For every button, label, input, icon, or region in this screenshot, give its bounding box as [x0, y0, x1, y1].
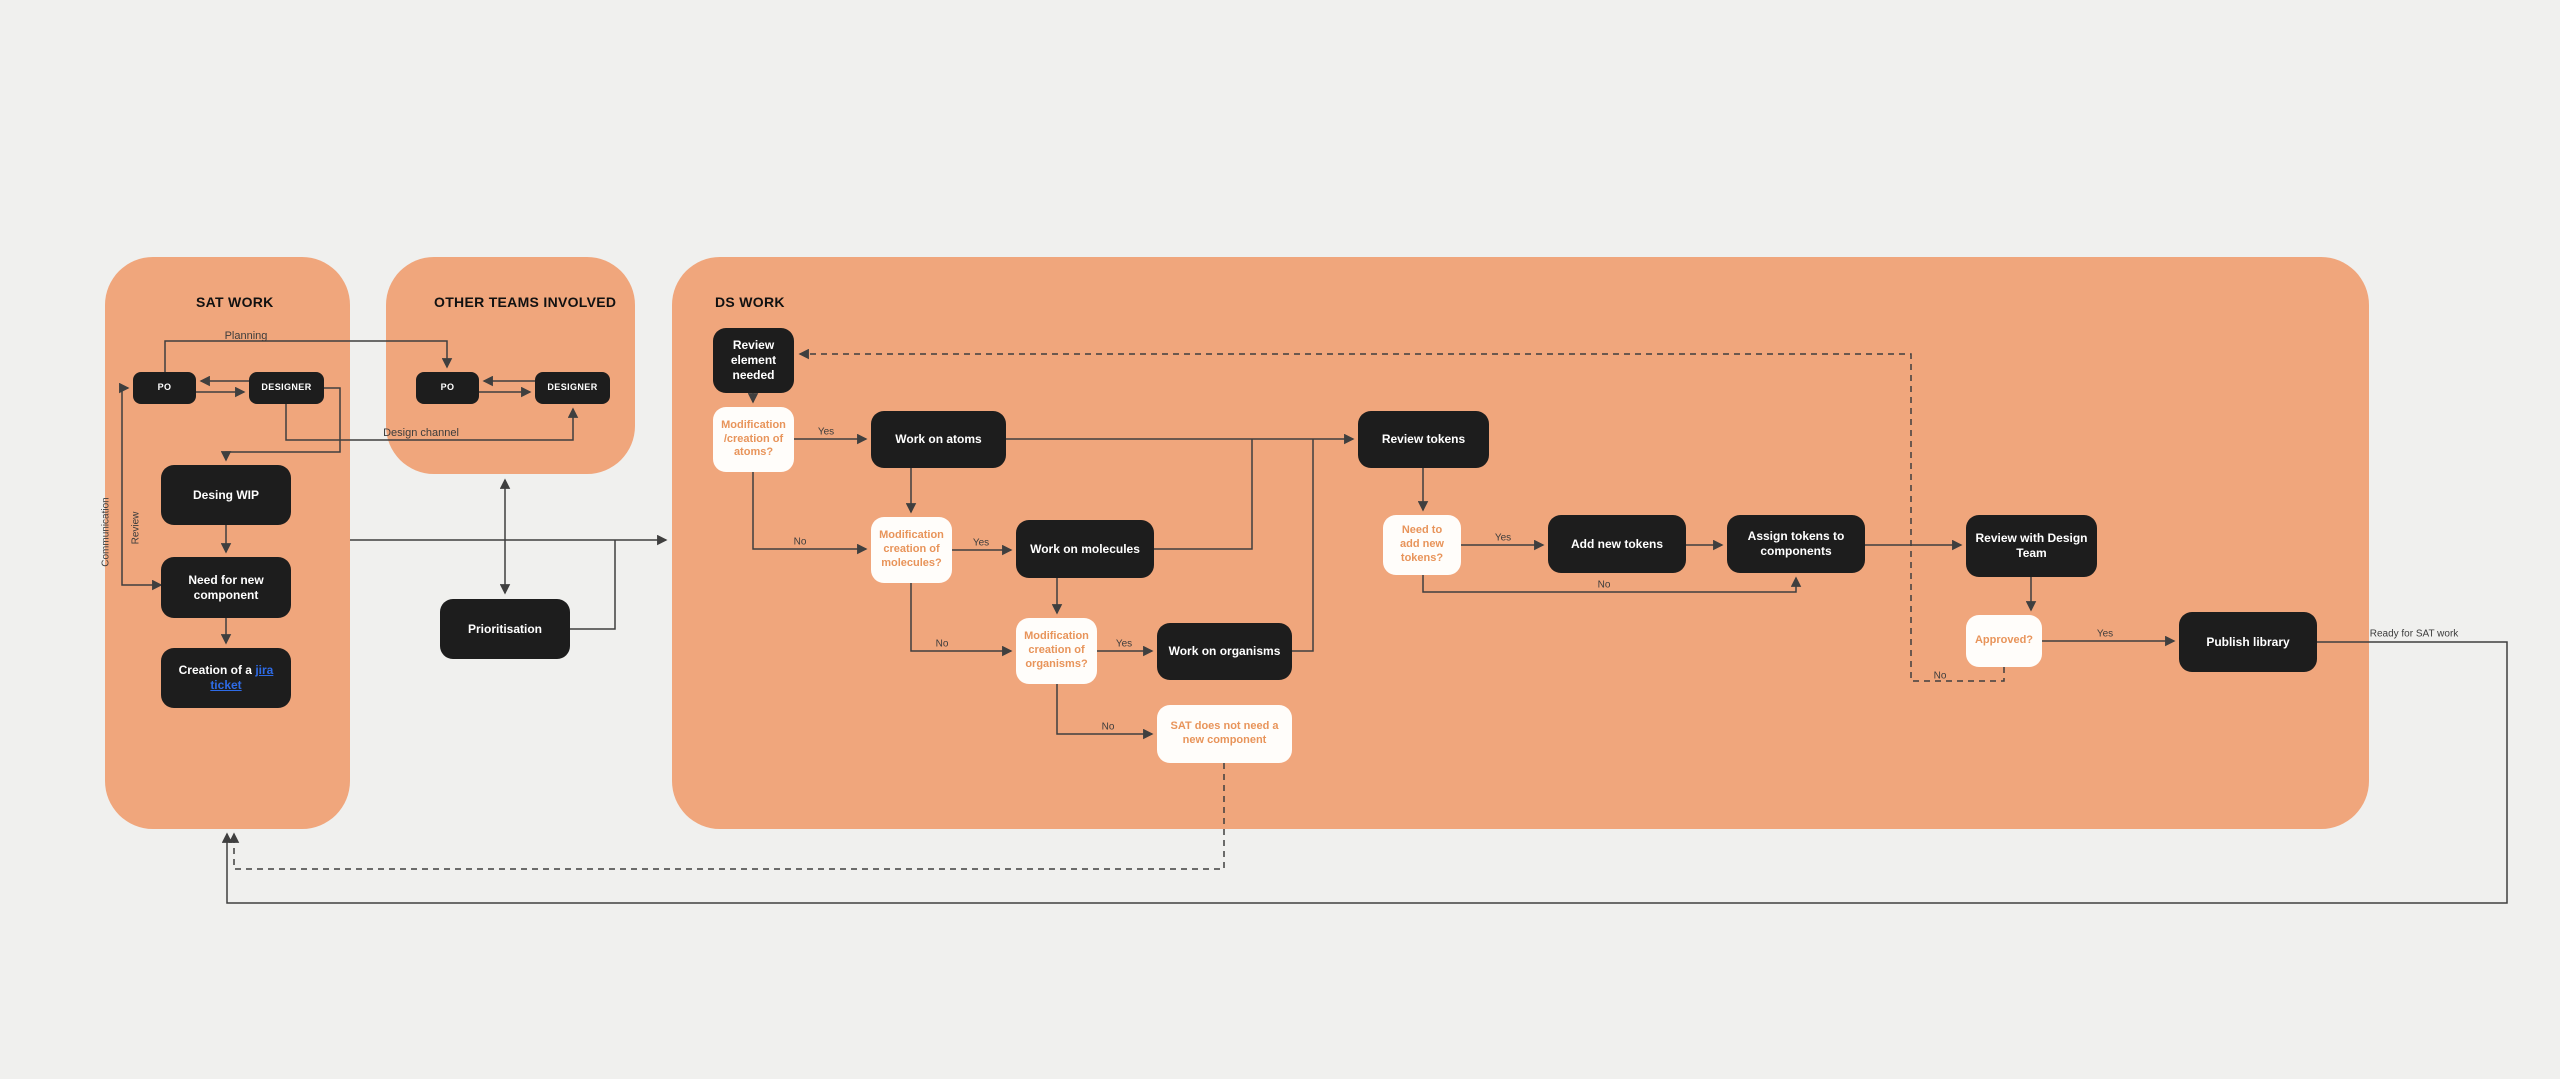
node-prioritisation[interactable]: Prioritisation [440, 599, 570, 659]
edge-label-no-organisms: No [1101, 721, 1115, 733]
node-review-design-team[interactable]: Review with Design Team [1966, 515, 2097, 577]
edge-work-organisms-return [1292, 439, 1314, 652]
edge-no-component-loop [228, 763, 1225, 870]
edge-label-no-tokens: No [1597, 579, 1611, 591]
jira-ticket-link[interactable]: jira ticket [210, 663, 274, 692]
jira-ticket-text: Creation of a jira ticket [178, 663, 274, 692]
node-add-tokens[interactable]: Add new tokens [1548, 515, 1686, 573]
node-need-tokens[interactable]: Need to add new tokens? [1383, 515, 1461, 575]
edge-work-molecules-return [1154, 439, 1253, 550]
edge-label-planning: Planning [224, 330, 268, 342]
section-title-other: OTHER TEAMS INVOLVED [434, 294, 617, 310]
edge-label-yes-atoms: Yes [817, 426, 835, 438]
section-other-teams [386, 257, 635, 474]
edge-organisms-no [1056, 684, 1154, 740]
edge-designer-to-wip [220, 387, 341, 462]
node-need-component[interactable]: Need for new component [161, 557, 291, 618]
edge-molecules-no [910, 583, 1013, 657]
edge-label-yes-approved: Yes [2096, 628, 2114, 640]
edge-prioritisation-join [570, 540, 616, 630]
node-review-tokens[interactable]: Review tokens [1358, 411, 1489, 468]
edge-publish-loop [221, 641, 2508, 904]
node-work-atoms[interactable]: Work on atoms [871, 411, 1006, 468]
node-mod-molecules[interactable]: Modification creation of molecules? [871, 517, 952, 583]
edge-label-no-atoms: No [793, 536, 807, 548]
edge-label-no-approved: No [1933, 670, 1947, 682]
node-designer-other[interactable]: DESIGNER [535, 372, 610, 404]
edge-label-ready-sat: Ready for SAT work [2369, 628, 2459, 640]
node-jira-ticket[interactable]: Creation of a jira ticket [161, 648, 291, 708]
edge-communication-review [119, 382, 163, 591]
node-mod-organisms[interactable]: Modification creation of organisms? [1016, 618, 1097, 684]
node-sat-no-component[interactable]: SAT does not need a new component [1157, 705, 1292, 763]
edge-tokens-no [1422, 575, 1802, 593]
section-title-sat: SAT WORK [196, 294, 274, 310]
edge-atoms-no [752, 472, 868, 555]
section-title-ds: DS WORK [715, 294, 785, 310]
node-work-molecules[interactable]: Work on molecules [1016, 520, 1154, 578]
node-assign-tokens[interactable]: Assign tokens to components [1727, 515, 1865, 573]
node-publish-library[interactable]: Publish library [2179, 612, 2317, 672]
edge-label-yes-molecules: Yes [972, 537, 990, 549]
node-approved[interactable]: Approved? [1966, 615, 2042, 667]
node-designer-sat[interactable]: DESIGNER [249, 372, 324, 404]
edge-label-yes-tokens: Yes [1494, 532, 1512, 544]
edge-design-channel [285, 404, 579, 441]
edge-approved-no-loop [798, 348, 2005, 682]
edge-label-yes-organisms: Yes [1115, 638, 1133, 650]
node-work-organisms[interactable]: Work on organisms [1157, 623, 1292, 680]
edge-label-communication: Communication [100, 497, 112, 567]
node-desing-wip[interactable]: Desing WIP [161, 465, 291, 525]
edge-label-review: Review [130, 511, 142, 545]
edge-label-no-molecules: No [935, 638, 949, 650]
node-po-sat[interactable]: PO [133, 372, 196, 404]
edge-label-design-channel: Design channel [383, 427, 459, 439]
node-po-other[interactable]: PO [416, 372, 479, 404]
node-mod-atoms[interactable]: Modification /creation of atoms? [713, 407, 794, 472]
edge-planning [164, 340, 453, 372]
node-review-element[interactable]: Review element needed [713, 328, 794, 393]
